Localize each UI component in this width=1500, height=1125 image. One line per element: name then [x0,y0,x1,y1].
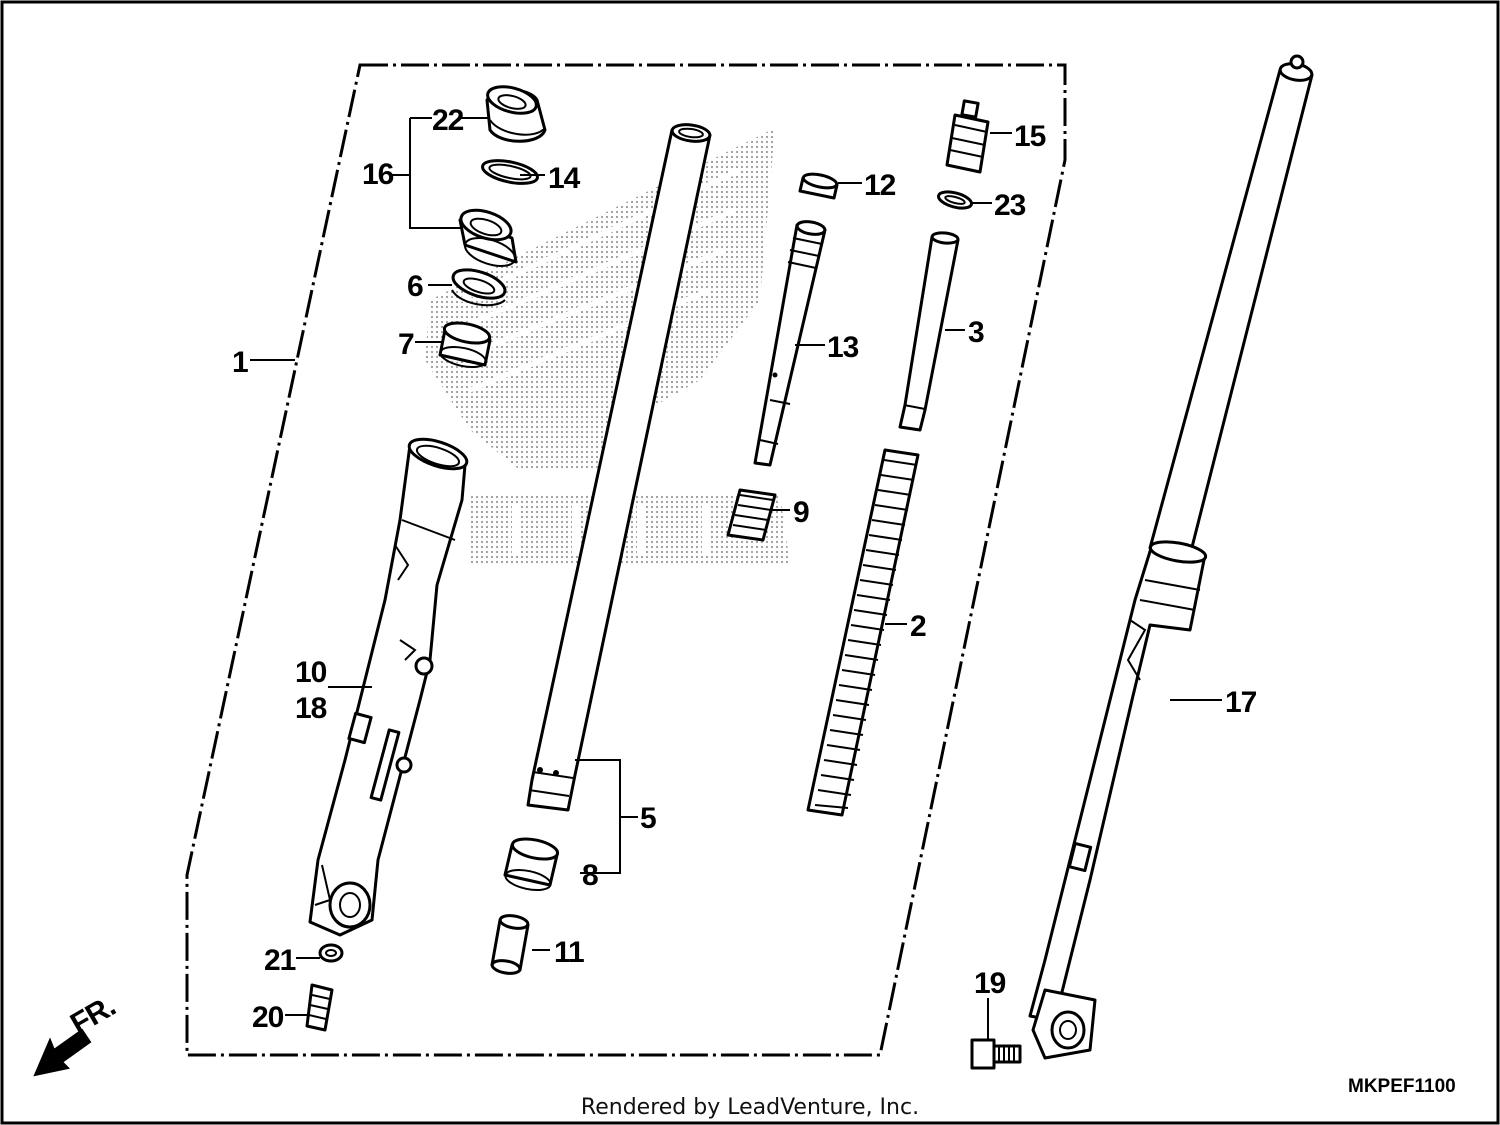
callout-15: 15 [1014,120,1046,153]
part-backup-ring [451,268,507,307]
callout-13: 13 [827,331,859,364]
part-fork-spring [806,448,920,817]
part-rebound-spring [726,488,777,542]
callout-5: 5 [640,802,656,835]
part-sealing-washer [318,943,344,963]
callout-21: 21 [264,944,296,977]
footer-credit: Rendered by LeadVenture, Inc. [581,1095,919,1120]
callout-20: 20 [252,1001,284,1034]
callout-8: 8 [582,859,598,892]
front-direction-label: FR. [65,990,121,1041]
part-fork-piston [753,220,827,467]
callout-19: 19 [974,967,1006,1000]
callout-10: 10 [295,656,327,689]
part-dust-seal [485,85,547,143]
callout-11: 11 [554,936,584,969]
callout-2: 2 [910,610,926,643]
callout-3: 3 [968,316,984,349]
front-direction-marker: FR. [33,990,121,1077]
part-stop-ring [481,159,539,185]
callout-23: 23 [994,189,1026,222]
part-socket-bolt [970,1038,1022,1070]
part-guide-bushing [503,837,560,892]
callout-1: 1 [232,346,248,379]
part-fork-pipe [526,123,712,812]
callout-leaders [250,117,1222,1040]
part-fork-outer-tube [308,437,469,937]
assembly-boundary [185,63,1067,1057]
callout-6: 6 [407,270,423,303]
callout-9: 9 [793,496,809,529]
callout-12: 12 [864,169,896,202]
part-fork-spacer [898,231,960,432]
callout-14: 14 [548,162,581,195]
part-o-ring [936,190,974,210]
part-oil-seal [458,208,518,267]
callout-17: 17 [1225,686,1257,719]
callout-16: 16 [362,158,394,191]
part-fork-bolt [945,99,990,174]
part-slider-bushing [438,321,492,369]
part-front-fork-complete [1028,54,1314,1060]
part-oil-lock-piece [490,914,530,975]
part-drain-bolt [305,983,334,1032]
callout-18: 18 [295,692,327,725]
part-piston-ring [798,172,839,200]
diagram-code: MKPEF1100 [1348,1076,1456,1097]
callout-labels: 1 2 3 5 6 7 8 9 10 11 12 13 14 15 16 17 … [232,104,1258,1034]
callout-22: 22 [432,104,464,137]
callout-7: 7 [398,328,414,361]
